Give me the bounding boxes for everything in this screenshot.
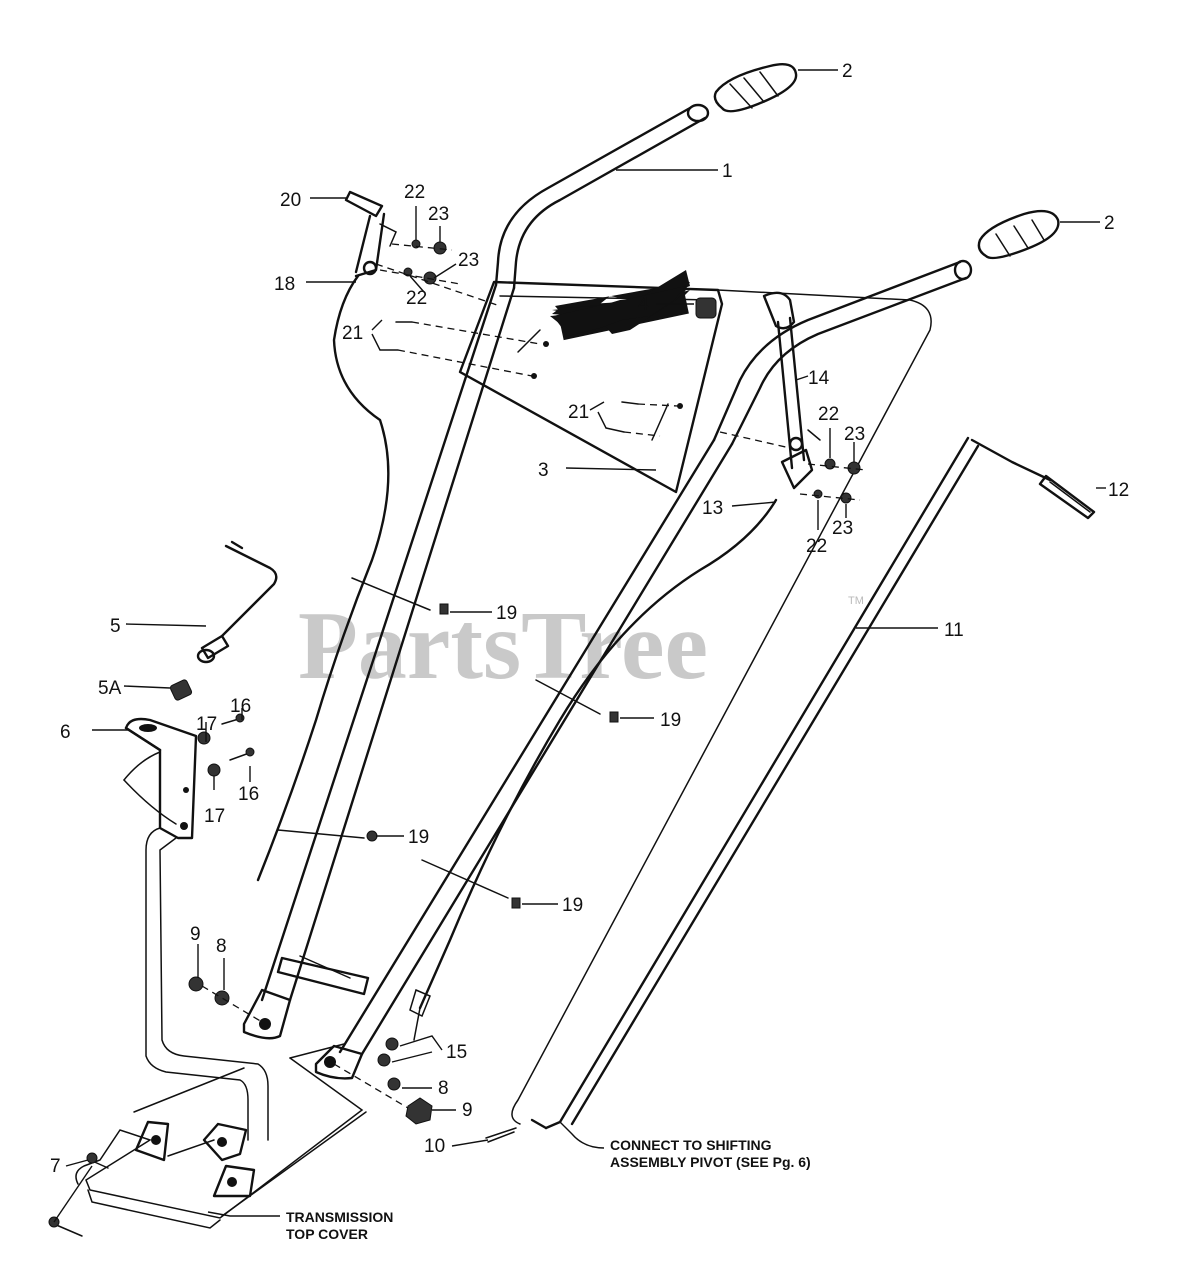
shift-lever-part-5 xyxy=(196,540,278,664)
cable-clips-part-19 xyxy=(277,577,619,909)
nuts-part-17 xyxy=(197,731,221,777)
label-14: 14 xyxy=(808,368,830,389)
bumper-part-4 xyxy=(695,297,717,319)
label-8: 8 xyxy=(438,1078,449,1099)
bushing-part-5a xyxy=(169,679,193,701)
label-20: 20 xyxy=(280,190,301,211)
label-10: 10 xyxy=(424,1136,445,1157)
grip-part-2-upper xyxy=(713,63,798,113)
label-23: 23 xyxy=(832,518,853,539)
label-11: 11 xyxy=(944,620,964,641)
mount-frame-lines xyxy=(123,751,269,1141)
pin-part-10 xyxy=(485,1127,517,1143)
label-9: 9 xyxy=(190,924,201,945)
label-22: 22 xyxy=(806,536,827,557)
label-4: 4 xyxy=(638,294,649,315)
transmission-note-line1: TRANSMISSION xyxy=(286,1209,393,1225)
shift-rod-part-11 xyxy=(511,289,1052,1130)
label-22: 22 xyxy=(818,404,839,425)
connect-note-line2: ASSEMBLY PIVOT (SEE Pg. 6) xyxy=(610,1154,811,1170)
label-19: 19 xyxy=(660,710,681,731)
label-19: 19 xyxy=(562,895,583,916)
throttle-cable-part-18 xyxy=(256,274,390,882)
label-13: 13 xyxy=(702,498,723,519)
transmission-top-cover xyxy=(75,1043,367,1229)
clutch-lever-part-14 xyxy=(762,291,821,490)
assembly-notes: CONNECT TO SHIFTING ASSEMBLY PIVOT (SEE … xyxy=(286,1137,811,1242)
nut-washer-left xyxy=(188,976,263,1023)
decal-body xyxy=(553,286,686,336)
bolts-part-16 xyxy=(221,713,255,761)
label-19: 19 xyxy=(496,603,517,624)
handlebar-part-1 xyxy=(242,103,973,1080)
label-22: 22 xyxy=(404,182,425,203)
label-16: 16 xyxy=(230,696,251,717)
hardware-screws-nuts xyxy=(375,239,867,504)
part-labels: 2 2 1 3 4 5 5A 6 7 8 8 9 9 10 11 12 13 1… xyxy=(50,61,1129,1177)
label-6: 6 xyxy=(60,722,71,743)
label-1: 1 xyxy=(722,161,733,182)
nuts-part-15 xyxy=(377,1037,399,1067)
label-21: 21 xyxy=(342,323,363,344)
label-17: 17 xyxy=(204,806,225,827)
clutch-cable-part-13 xyxy=(409,498,778,1041)
label-5a: 5A xyxy=(98,678,122,699)
label-7: 7 xyxy=(50,1156,61,1177)
label-2: 2 xyxy=(842,61,853,82)
rod-knob-part-12 xyxy=(1038,474,1096,520)
trademark: TM xyxy=(848,595,864,607)
label-5: 5 xyxy=(110,616,121,637)
label-3: 3 xyxy=(538,460,549,481)
label-21: 21 xyxy=(568,402,589,423)
label-8: 8 xyxy=(216,936,227,957)
grip-part-2-lower xyxy=(977,209,1060,260)
label-19: 19 xyxy=(408,827,429,848)
label-23: 23 xyxy=(844,424,865,445)
label-12: 12 xyxy=(1108,480,1129,501)
label-17: 17 xyxy=(196,714,217,735)
label-16: 16 xyxy=(238,784,259,805)
label-22: 22 xyxy=(406,288,427,309)
label-18: 18 xyxy=(274,274,295,295)
bracket-part-6 xyxy=(124,717,198,840)
connect-note-line1: CONNECT TO SHIFTING xyxy=(610,1137,772,1153)
leader-lines xyxy=(53,69,1106,1223)
label-2: 2 xyxy=(1104,213,1115,234)
label-23: 23 xyxy=(428,204,449,225)
label-23: 23 xyxy=(458,250,479,271)
label-15: 15 xyxy=(446,1042,467,1063)
throttle-lever-part-20 xyxy=(344,190,397,278)
nut-washer-right xyxy=(333,1063,433,1125)
transmission-note-line2: TOP COVER xyxy=(286,1226,368,1242)
label-9: 9 xyxy=(462,1100,473,1121)
